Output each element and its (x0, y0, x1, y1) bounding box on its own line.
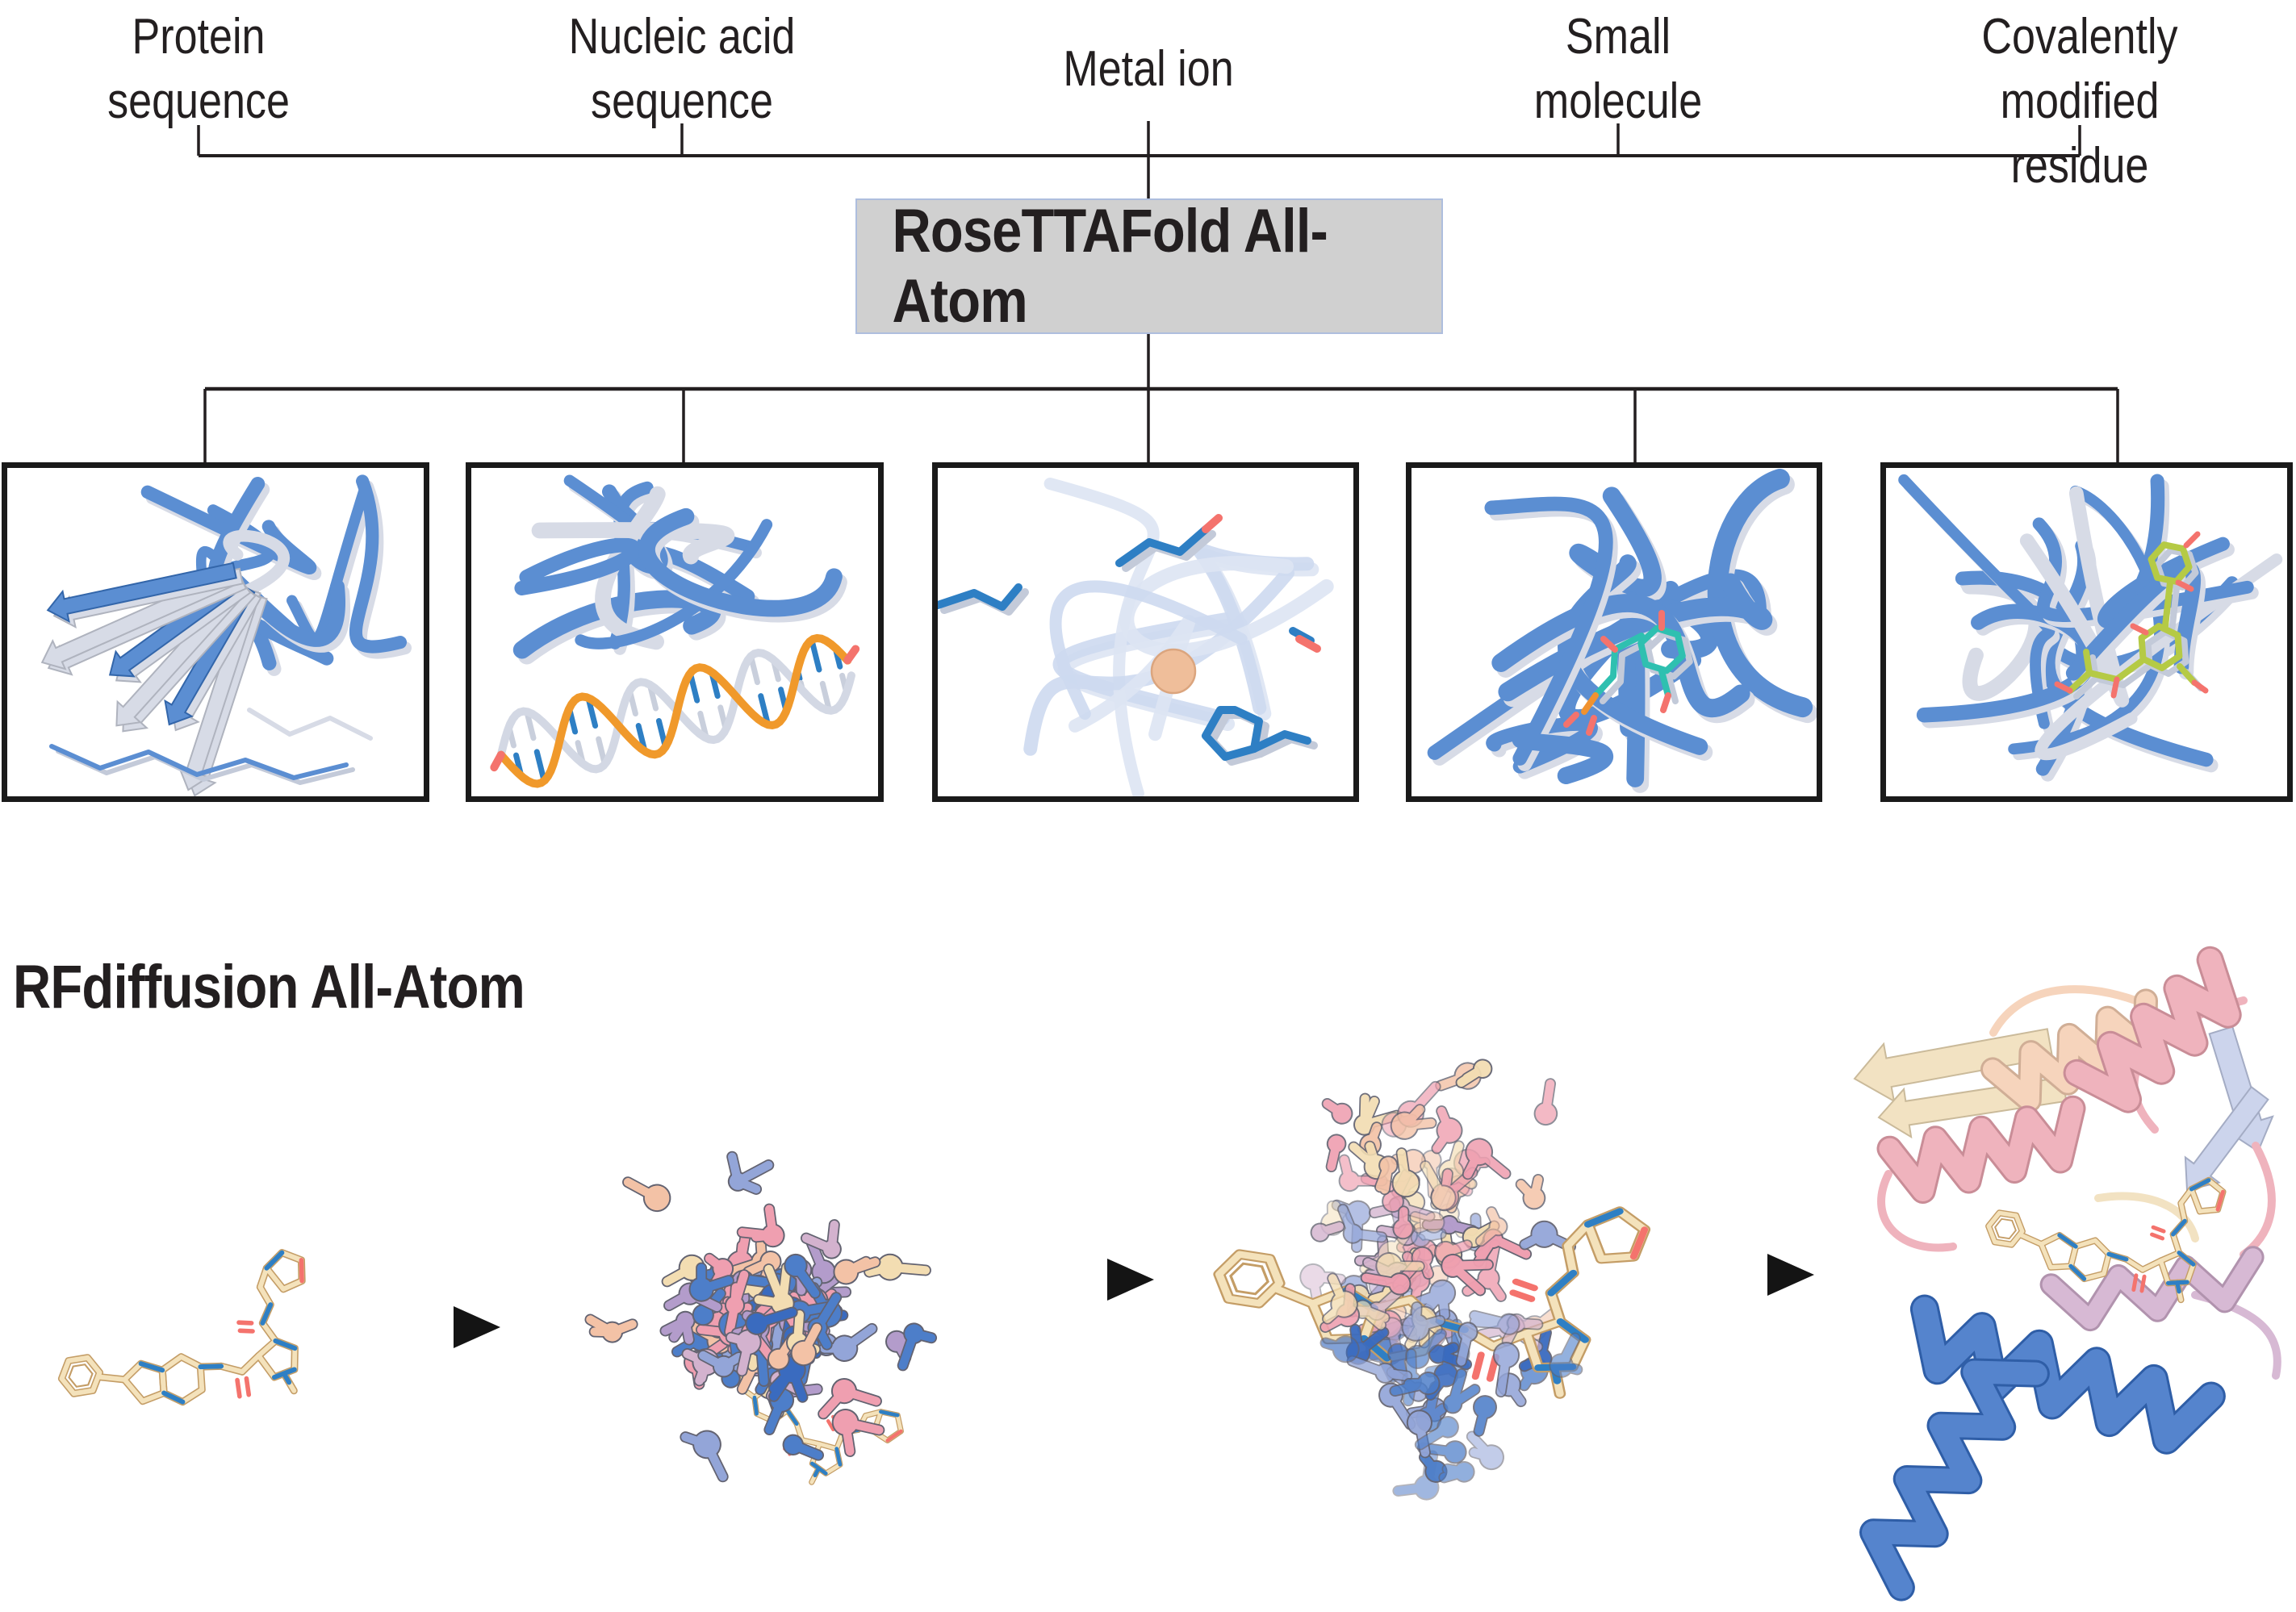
rosettafold-all-atom-box: RoseTTAFold All-Atom (855, 197, 1443, 336)
noised-residue-cloud-art (584, 1151, 938, 1485)
input-label-text: Protein sequence (107, 9, 290, 129)
input-label-metal-ion: Metal ion (1063, 37, 1233, 102)
rfdiffusion-heading: RFdiffusion All-Atom (13, 953, 525, 1021)
metal-ion-site-illustration (938, 478, 1334, 796)
ligand-molecule (1213, 1206, 1651, 1399)
ligand-molecule (57, 1249, 306, 1406)
protein-dna-illustration (490, 474, 860, 788)
input-label-covalently-modified-residue: Covalently modified residue (1981, 5, 2177, 198)
output-panel-modified-residue (1880, 462, 2293, 802)
input-small-molecule-art (57, 1249, 306, 1406)
output-panel-metal-ion-site (932, 462, 1359, 802)
designed-protein-structure-art (1853, 946, 2281, 1602)
modified-residue-illustration (1898, 474, 2283, 782)
arrow-right-icon (1675, 1254, 1814, 1296)
input-label-text: Covalently modified residue (1981, 9, 2178, 194)
input-label-small-molecule: Small molecule (1534, 5, 1702, 134)
protein-structure-illustration (40, 474, 412, 796)
input-label-protein-sequence: Protein sequence (107, 5, 290, 134)
input-label-text: Nucleic acid sequence (568, 9, 796, 129)
output-panel-protein-structure (2, 462, 429, 802)
rosettafold-all-atom-label: RoseTTAFold All-Atom (892, 197, 1328, 336)
ligand-molecule (713, 1318, 904, 1485)
input-label-text: Metal ion (1063, 41, 1234, 97)
input-label-text: Small molecule (1533, 9, 1703, 129)
partially-denoised-cloud-art (1213, 1059, 1651, 1501)
output-drop-lines (203, 389, 2119, 464)
output-panel-small-molecule-complex (1406, 462, 1822, 802)
output-panel-protein-dna-complex (466, 462, 884, 802)
arrow-right-icon (355, 1306, 500, 1348)
input-tick-lines (197, 123, 2081, 156)
ligand-molecule (1985, 1176, 2227, 1304)
input-label-nucleic-acid-sequence: Nucleic acid sequence (569, 5, 796, 134)
arrow-right-icon (1020, 1259, 1154, 1301)
small-molecule-complex-illustration (1427, 469, 1817, 793)
